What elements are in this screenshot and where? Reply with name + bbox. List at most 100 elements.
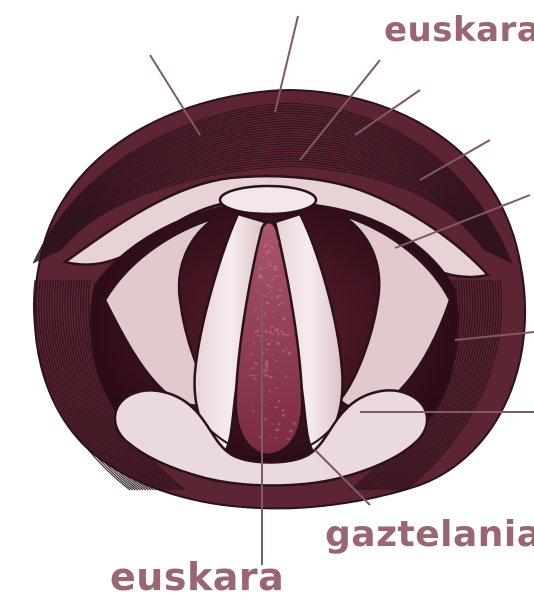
glottis-texture-dot	[280, 275, 282, 277]
glottis-texture-dot	[254, 362, 257, 364]
glottis-texture-dot	[285, 334, 289, 336]
glottis-texture-dot	[268, 292, 269, 294]
glottis-texture-dot	[273, 311, 274, 313]
glottis-texture-dot	[271, 341, 272, 343]
glottis-texture-dot	[276, 295, 280, 298]
glottis-texture-dot	[269, 390, 271, 392]
glottis-texture-dot	[288, 352, 291, 355]
glottis-texture-dot	[285, 375, 287, 378]
glottis-texture-dot	[257, 335, 259, 337]
glottis-texture-dot	[270, 246, 273, 248]
glottis-texture-dot	[282, 317, 285, 320]
glottis-texture-dot	[278, 304, 280, 306]
glottis-texture-dot	[263, 257, 264, 259]
glottis-texture-dot	[264, 418, 266, 421]
glottis-texture-dot	[275, 407, 278, 408]
glottis-texture-dot	[271, 297, 272, 299]
glottis-texture-dot	[264, 365, 265, 366]
glottis-texture-dot	[255, 308, 256, 311]
label-gaztelania: gaztelania	[325, 514, 534, 555]
glottis-texture-dot	[259, 267, 262, 270]
glottis-texture-dot	[281, 295, 282, 297]
glottis-texture-dot	[276, 328, 279, 329]
glottis-texture-dot	[270, 290, 273, 291]
glottis-texture-dot	[266, 263, 267, 265]
glottis-texture-dot	[265, 243, 266, 245]
glottis-texture-dot	[250, 354, 252, 356]
glottis-texture-dot	[271, 331, 272, 334]
glottis-texture-dot	[265, 297, 267, 298]
glottis-texture-dot	[276, 429, 279, 431]
glottis-texture-dot	[274, 266, 278, 267]
glottis-texture-dot	[278, 423, 280, 426]
glottis-texture-dot	[281, 330, 283, 332]
glottis-texture-dot	[259, 436, 261, 438]
glottis-texture-dot	[254, 378, 257, 380]
glottis-texture-dot	[269, 376, 273, 378]
glottis-texture-dot	[270, 437, 271, 439]
glottis-texture-dot	[274, 268, 277, 271]
glottis-texture-dot	[272, 354, 273, 356]
glottis-texture-dot	[258, 274, 262, 277]
glottis-texture-dot	[282, 409, 285, 411]
glottis-texture-dot	[271, 334, 275, 335]
label-euskara-top: euskara	[384, 10, 534, 50]
glottis-texture-dot	[280, 303, 283, 305]
glottis-texture-dot	[266, 366, 268, 369]
glottis-texture-dot	[267, 284, 270, 287]
glottis-texture-dot	[250, 375, 253, 377]
glottis-texture-dot	[282, 414, 285, 417]
glottis-texture-dot	[266, 338, 267, 341]
glottis-texture-dot	[265, 278, 266, 280]
glottis-texture-dot	[251, 402, 253, 403]
glottis-texture-dot	[262, 294, 265, 295]
glottis-texture-dot	[273, 423, 274, 424]
glottis-texture-dot	[275, 329, 279, 332]
glottis-texture-dot	[282, 350, 286, 351]
glottis-texture-dot	[266, 348, 267, 351]
glottis-texture-dot	[277, 333, 279, 336]
glottis-texture-dot	[269, 331, 270, 334]
glottis-texture-dot	[265, 252, 268, 254]
glottis-texture-dot	[267, 343, 271, 345]
glottis-texture-dot	[286, 348, 287, 350]
glottis-texture-dot	[264, 374, 267, 377]
glottis-texture-dot	[252, 410, 254, 412]
glottis-texture-dot	[279, 400, 281, 403]
glottis-texture-dot	[265, 330, 268, 333]
glottis-texture-dot	[286, 438, 290, 440]
label-euskara-bottom: euskara	[110, 555, 284, 599]
glottis-texture-dot	[276, 275, 279, 277]
glottis-texture-dot	[293, 422, 295, 425]
glottis-texture-dot	[276, 387, 278, 389]
glottis-texture-dot	[273, 278, 275, 281]
glottis-texture-dot	[267, 360, 268, 363]
glottis-texture-dot	[275, 437, 277, 439]
glottis-texture-dot	[254, 375, 257, 376]
glottis-texture-dot	[280, 289, 282, 291]
glottis-texture-dot	[282, 334, 285, 336]
glottis-texture-dot	[252, 367, 253, 369]
glottis-texture-dot	[276, 360, 279, 361]
glottis-texture-dot	[283, 300, 284, 301]
glottis-texture-dot	[248, 374, 249, 375]
glottis-texture-dot	[289, 430, 292, 432]
glottis-texture-dot	[269, 240, 271, 241]
glottis-texture-dot	[271, 287, 274, 288]
glottis-texture-dot	[264, 245, 267, 247]
glottis-texture-dot	[266, 302, 270, 304]
glottis-texture-dot	[276, 241, 279, 243]
glottis-texture-dot	[270, 281, 272, 282]
glottis-texture-dot	[265, 370, 269, 371]
glottis-texture-dot	[253, 341, 255, 343]
glottis-texture-dot	[263, 268, 265, 269]
glottis-texture-dot	[271, 326, 274, 328]
glottis-texture-dot	[276, 256, 277, 257]
glottis-texture-dot	[265, 405, 266, 406]
glottis-texture-dot	[268, 265, 272, 266]
anterior-commissure	[220, 186, 316, 214]
glottis-texture-dot	[256, 318, 259, 320]
glottis-texture-dot	[268, 261, 271, 262]
glottis-texture-dot	[282, 332, 284, 333]
